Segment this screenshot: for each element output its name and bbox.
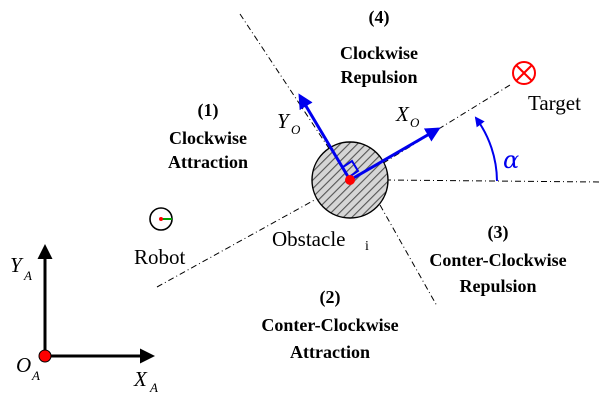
global-y-axis-subscript: A <box>23 268 32 283</box>
obstacle-x-axis-label: X <box>395 102 410 126</box>
svg-text:(4): (4) <box>369 7 390 28</box>
region-label-3: (3) Conter-Clockwise Repulsion <box>429 222 566 296</box>
obstacle-y-axis-arrow <box>298 93 352 181</box>
obstacle-x-axis-arrow <box>349 127 441 182</box>
svg-text:Attraction: Attraction <box>168 152 248 172</box>
boundary-target-ray <box>371 84 511 171</box>
svg-text:(2): (2) <box>320 287 341 308</box>
region-label-2: (2) Conter-Clockwise Attraction <box>261 287 398 362</box>
obstacle-y-axis-subscript: O <box>291 122 301 137</box>
alpha-label: α <box>503 146 519 174</box>
robot-marker <box>149 207 173 231</box>
robot-label: Robot <box>134 245 186 269</box>
global-origin-dot <box>38 349 52 363</box>
svg-text:Conter-Clockwise: Conter-Clockwise <box>429 250 566 270</box>
target-marker <box>512 61 536 85</box>
global-origin-label: O <box>16 353 31 377</box>
svg-text:Clockwise: Clockwise <box>340 43 418 63</box>
obstacle-x-axis-subscript: O <box>410 115 420 130</box>
boundary-lower-left <box>156 186 339 288</box>
boundary-upper-left <box>239 13 341 166</box>
svg-text:Conter-Clockwise: Conter-Clockwise <box>261 315 398 335</box>
svg-text:(3): (3) <box>488 222 509 243</box>
region-label-1: (1) Clockwise Attraction <box>168 100 248 172</box>
alpha-angle-arc <box>474 116 498 182</box>
obstacle-label-subscript: i <box>365 239 369 254</box>
global-x-axis-label: X <box>133 367 148 391</box>
svg-text:Clockwise: Clockwise <box>169 128 247 148</box>
region-boundaries <box>156 13 601 307</box>
global-x-axis-subscript: A <box>149 380 158 394</box>
svg-text:(1): (1) <box>198 100 219 121</box>
region-label-4: (4) Clockwise Repulsion <box>340 7 418 87</box>
svg-text:Repulsion: Repulsion <box>459 276 536 296</box>
boundary-horizontal <box>384 179 601 183</box>
svg-text:Attraction: Attraction <box>290 342 370 362</box>
global-y-axis-label: Y <box>10 253 24 277</box>
global-origin-subscript: A <box>31 368 40 383</box>
boundary-lower-right <box>379 204 438 307</box>
obstacle-center-dot <box>345 175 355 185</box>
svg-text:Repulsion: Repulsion <box>340 67 417 87</box>
target-label: Target <box>528 91 581 115</box>
right-angle-marker <box>342 159 360 178</box>
obstacle-y-axis-label: Y <box>277 109 291 133</box>
obstacle-label: Obstacle <box>272 227 345 251</box>
